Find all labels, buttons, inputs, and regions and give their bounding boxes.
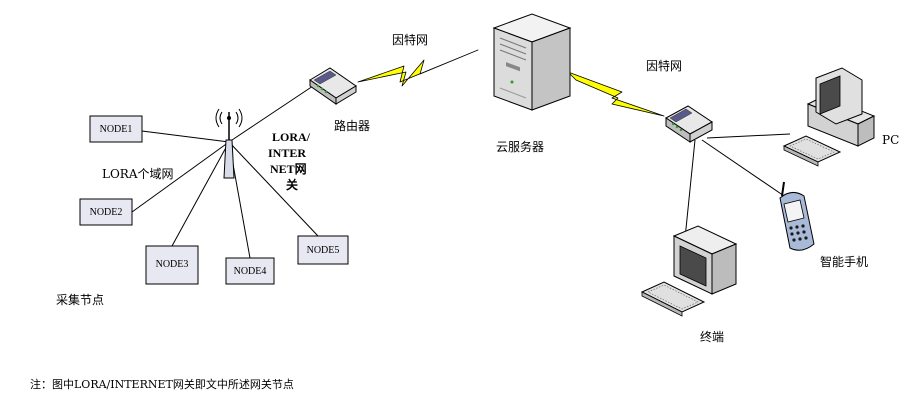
server-icon — [492, 13, 572, 111]
gateway-label-line3: NET网 — [270, 162, 307, 176]
link-node2 — [131, 141, 230, 213]
node-box-2: NODE2 — [79, 198, 133, 226]
link-node5 — [228, 141, 319, 237]
node-box-3: NODE3 — [145, 245, 199, 285]
footnote: 注：图中LORA/INTERNET网关即文中所述网关节点 — [30, 378, 294, 391]
router-icon — [309, 67, 357, 105]
gateway-label-line2: INTER — [268, 146, 306, 160]
node3-label: NODE3 — [156, 259, 189, 270]
terminal-label: 终端 — [700, 329, 724, 344]
node5-label: NODE5 — [307, 245, 340, 256]
node1-label: NODE1 — [100, 124, 133, 135]
smartphone-label: 智能手机 — [820, 254, 868, 269]
node2-label: NODE2 — [90, 207, 123, 218]
link-router — [228, 83, 317, 143]
node-box-5: NODE5 — [297, 235, 349, 265]
link-phone — [701, 139, 791, 201]
internet-label-left: 因特网 — [392, 32, 428, 47]
pc-icon — [782, 67, 876, 167]
collection-node-label: 采集节点 — [56, 292, 104, 307]
node-box-1: NODE1 — [89, 115, 143, 143]
smartphone-icon — [779, 181, 815, 251]
lightning-icon-left — [357, 49, 479, 87]
lightning-icon-right — [567, 71, 665, 117]
cloud-server-label: 云服务器 — [496, 139, 544, 154]
router-label: 路由器 — [334, 118, 370, 133]
internet-label-right: 因特网 — [646, 58, 682, 73]
link-node3 — [171, 141, 230, 247]
link-pc — [706, 133, 791, 139]
antenna-icon — [215, 108, 243, 179]
gateway-label-line4: 关 — [286, 177, 298, 192]
gateway-label-line1: LORA/ — [272, 130, 311, 144]
node-box-4: NODE4 — [225, 257, 275, 285]
node4-label: NODE4 — [234, 266, 267, 277]
terminal-icon — [640, 225, 738, 317]
pc-label: PC — [882, 133, 899, 147]
router-icon-right — [665, 105, 713, 143]
link-node1 — [141, 130, 230, 143]
lora-pan-label: LORA个域网 — [102, 167, 174, 181]
